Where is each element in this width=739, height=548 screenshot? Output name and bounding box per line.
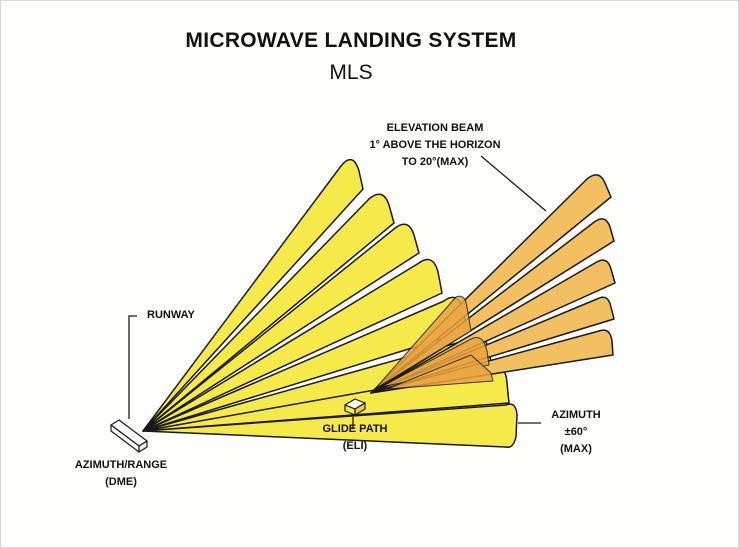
glide-path-line-1: GLIDE PATH [322,423,388,435]
azimuth-range-line-1: AZIMUTH/RANGE [74,459,168,471]
elevation-leader-line [480,155,547,212]
beam-overlap-region [374,295,494,390]
glide-path-line-2: (ELI) [342,440,368,452]
azimuth-range-line-2: (DME) [105,476,137,488]
overlap-3 [386,354,494,390]
runway-label: RUNWAY [147,309,195,321]
glide-path-transmitter [344,398,366,416]
runway-leader-line [128,315,137,419]
azimuth-line-2: ±60° [564,426,588,438]
azimuth-label: AZIMUTH ±60° (MAX) [541,407,611,458]
dme-transmitter [110,419,148,453]
azimuth-line-1: AZIMUTH [551,409,601,421]
overlap-1 [374,295,472,390]
leader-lines [128,155,547,429]
page-subtitle: MLS [329,61,373,84]
elevation-beam-label: ELEVATION BEAM 1° ABOVE THE HORIZON TO 2… [337,120,533,171]
azimuth-range-label: AZIMUTH/RANGE (DME) [59,457,183,491]
overlap-2 [380,337,490,388]
azimuth-line-3: (MAX) [560,443,592,455]
elevation-beam-line-2: 1° ABOVE THE HORIZON [369,139,501,151]
azimuth-beam-1 [142,158,364,432]
page-title: MICROWAVE LANDING SYSTEM [185,29,517,52]
glide-path-label: GLIDE PATH (ELI) [307,421,403,455]
eli-box-side [354,402,366,416]
dme-box-side [138,440,148,453]
azimuth-beam-4 [142,258,443,432]
elevation-beam-line-1: ELEVATION BEAM [386,122,484,134]
azimuth-beam-2 [142,193,395,432]
elevation-beam-line-3: TO 20°(MAX) [401,156,469,168]
azimuth-beam-8 [142,403,518,449]
azimuth-beam-3 [142,223,420,432]
